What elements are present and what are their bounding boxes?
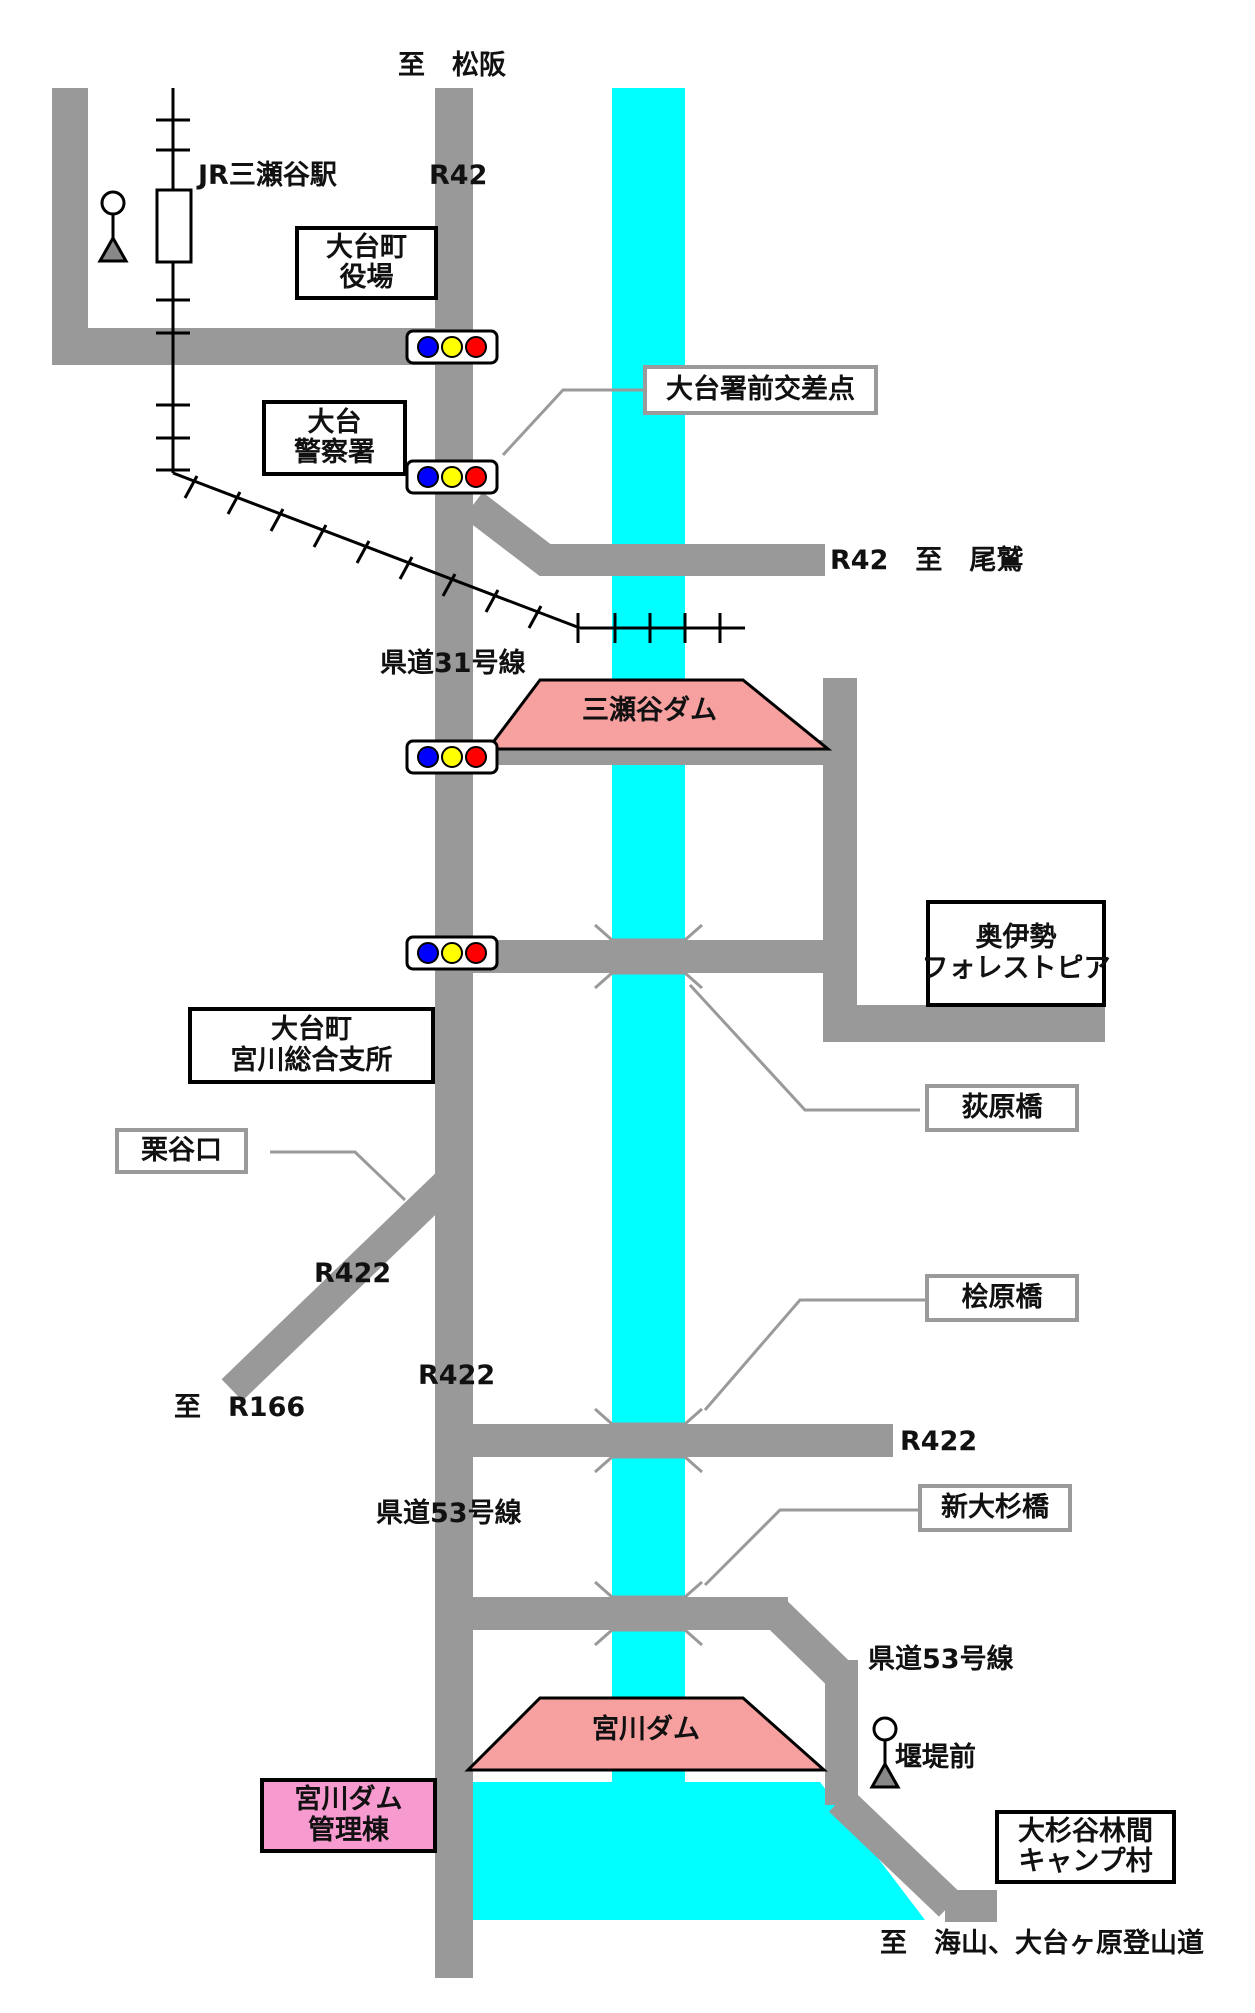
to-matsusaka-label: 至 松阪 xyxy=(398,50,506,81)
traffic-signal-icon xyxy=(405,459,499,495)
traffic-signal-icon xyxy=(405,739,499,775)
pref53-label-east: 県道53号線 xyxy=(868,1644,1014,1675)
town-hall-box: 大台町 役場 xyxy=(295,226,438,300)
ogihara-bridge-label: 荻原橋 xyxy=(961,1091,1043,1123)
shin-osugi-bridge-callout: 新大杉橋 xyxy=(918,1484,1072,1532)
ogihara-bridge-callout: 荻原橋 xyxy=(925,1084,1079,1132)
callout-leaders xyxy=(270,388,925,1587)
camp-line1: 大杉谷林間 xyxy=(1018,1815,1153,1847)
to-miyama-label: 至 海山、大台ヶ原登山道 xyxy=(880,1928,1204,1959)
town-hall-line1: 大台町 xyxy=(326,231,407,263)
branch-office-box: 大台町 宮川総合支所 xyxy=(188,1007,435,1084)
bridge-markers xyxy=(594,923,703,1647)
river xyxy=(472,88,925,1920)
town-hall-line2: 役場 xyxy=(339,262,394,293)
dam-office-line1: 宮川ダム xyxy=(294,1784,403,1816)
bus-stop-label: 堰堤前 xyxy=(895,1742,976,1773)
kurotaniguchi-label: 栗谷口 xyxy=(141,1134,222,1166)
pref53-label-west: 県道53号線 xyxy=(376,1498,522,1529)
r422-label-east: R422 xyxy=(900,1426,978,1457)
traffic-signal-icon xyxy=(405,935,499,971)
forest-utopia-box: 奥伊勢 フォレストピア xyxy=(922,900,1111,1007)
police-line1: 大台 xyxy=(307,406,362,438)
bus-stop-icon xyxy=(97,190,129,263)
miyagawa-dam xyxy=(464,1696,828,1772)
forest-utopia-line1: 奥伊勢 xyxy=(975,922,1057,954)
road-diagonals xyxy=(221,492,962,1917)
branch-office-line2: 宮川総合支所 xyxy=(230,1044,393,1076)
camp-box: 大杉谷林間 キャンプ村 xyxy=(995,1810,1176,1884)
misedani-dam xyxy=(484,678,833,751)
dam-office-box: 宮川ダム 管理棟 xyxy=(260,1778,437,1853)
railway-icon xyxy=(155,88,745,643)
station-label: JR三瀬谷駅 xyxy=(198,160,337,191)
r422-label-diagonal: R422 xyxy=(314,1258,392,1289)
kaihara-bridge-label: 桧原橋 xyxy=(961,1281,1043,1313)
police-line2: 警察署 xyxy=(294,437,375,468)
forest-utopia-line2: フォレストピア xyxy=(921,952,1111,984)
r42-to-owase-label: R42 至 尾鷲 xyxy=(830,545,1024,576)
branch-office-line1: 大台町 xyxy=(271,1014,352,1046)
dam-office-line2: 管理棟 xyxy=(308,1814,389,1846)
misedani-dam-label: 三瀬谷ダム xyxy=(582,695,717,726)
kurotaniguchi-callout: 栗谷口 xyxy=(115,1128,248,1174)
intersection-callout: 大台署前交差点 xyxy=(643,365,878,415)
intersection-label: 大台署前交差点 xyxy=(666,373,855,405)
bus-stop-icon xyxy=(869,1716,901,1789)
police-box: 大台 警察署 xyxy=(262,400,407,476)
to-r166-label: 至 R166 xyxy=(174,1392,306,1423)
kaihara-bridge-callout: 桧原橋 xyxy=(925,1274,1079,1322)
r42-label: R42 xyxy=(429,160,488,191)
camp-line2: キャンプ村 xyxy=(1018,1846,1153,1877)
shin-osugi-bridge-label: 新大杉橋 xyxy=(941,1491,1049,1523)
r422-label-main: R422 xyxy=(418,1360,496,1391)
pref31-label: 県道31号線 xyxy=(380,648,526,679)
traffic-signal-icon xyxy=(405,329,499,365)
miyagawa-dam-label: 宮川ダム xyxy=(592,1714,700,1745)
